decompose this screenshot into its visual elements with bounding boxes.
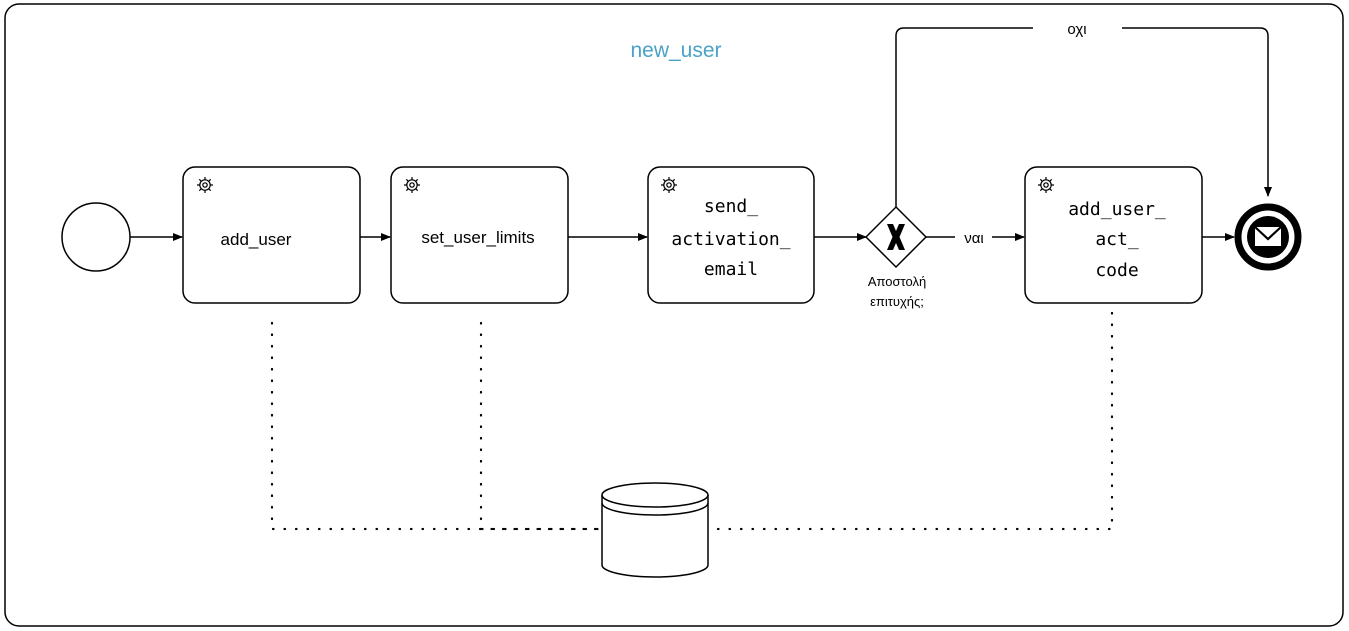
envelope-icon (1254, 226, 1282, 246)
start-event[interactable] (61, 202, 131, 272)
task-label-line-1: send_ (704, 196, 758, 217)
task-label-line-2: act_ (1095, 229, 1139, 250)
flow-gateway-no[interactable] (895, 27, 1268, 210)
task-label-add-user: add_user (221, 230, 292, 249)
pool-title: new_user (630, 39, 721, 62)
task-label-line-2: activation_ (671, 229, 790, 250)
x-marker-icon (887, 224, 905, 250)
gateway-label-line-2: επιτυχής; (870, 294, 924, 309)
task-label-line-3: code (1095, 260, 1138, 281)
association-add-user (270, 321, 602, 531)
gateway-label-line-1: Αποστολή (868, 274, 926, 289)
task-label-line-3: email (704, 259, 758, 280)
pool-new-user (4, 3, 1344, 627)
data-store[interactable] (601, 482, 709, 578)
database-icon (601, 482, 709, 578)
task-add-user[interactable]: add_user (182, 166, 361, 304)
flow-label-yes: ναι (964, 230, 984, 247)
task-label-set-user-limits: set_user_limits (421, 228, 534, 247)
task-add-user-act-code[interactable]: add_user_ act_ code (1024, 166, 1203, 304)
task-set-user-limits[interactable]: set_user_limits (390, 166, 569, 304)
task-send-activation-email[interactable]: send_ activation_ email (647, 166, 815, 304)
association-set-user-limits (479, 321, 602, 531)
flow-label-no: οχι (1067, 21, 1086, 38)
task-label-line-1: add_user_ (1068, 199, 1166, 220)
exclusive-gateway[interactable] (864, 205, 928, 269)
end-message-event[interactable] (1234, 203, 1302, 271)
